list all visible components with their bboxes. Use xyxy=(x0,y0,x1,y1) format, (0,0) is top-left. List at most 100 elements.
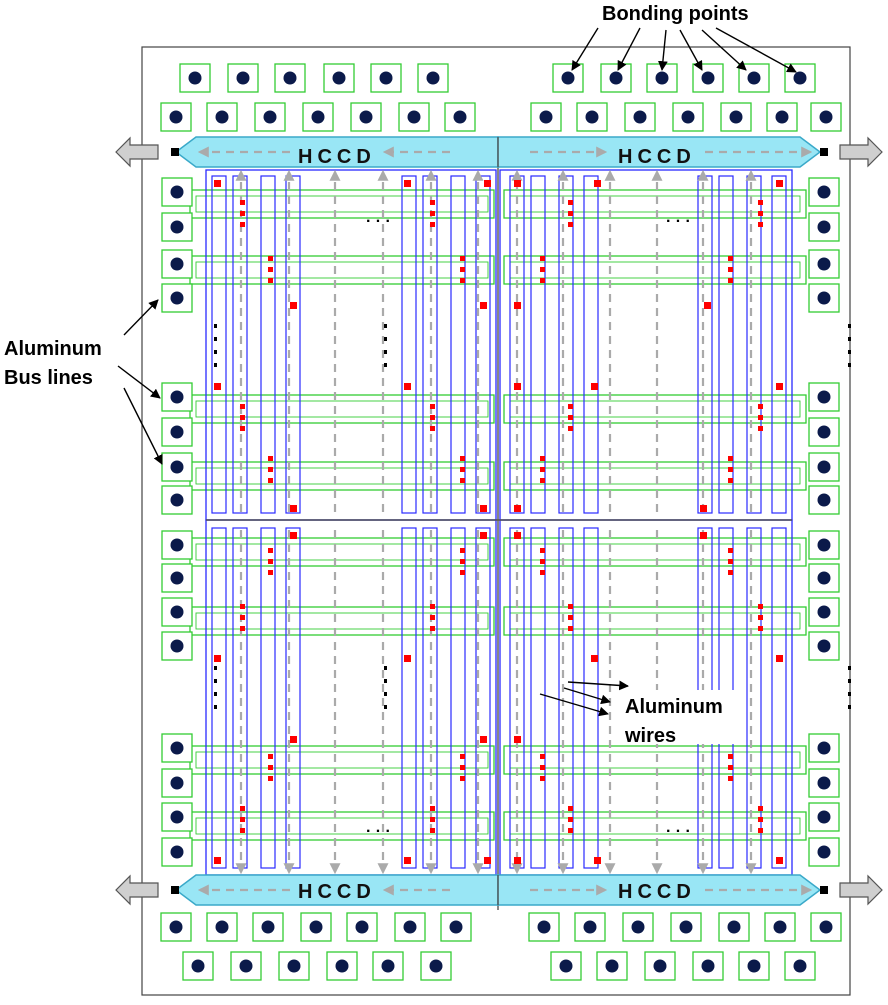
vccd-column xyxy=(211,175,227,514)
bus-finger-inner xyxy=(195,817,489,835)
bond-dot xyxy=(729,110,743,124)
bond-dot xyxy=(191,959,205,973)
bond-dot xyxy=(170,538,184,552)
contact-point xyxy=(460,278,465,283)
bond-dot xyxy=(817,291,831,305)
vccd-column xyxy=(260,527,276,869)
contact-point xyxy=(460,467,465,472)
ellipsis-bottom-right: · · · xyxy=(666,823,691,840)
pointer-arrow xyxy=(539,693,609,717)
contact-point xyxy=(758,817,763,822)
contact-point xyxy=(568,626,573,631)
bond-dot xyxy=(426,71,440,85)
bus-lines-pointer-arrows xyxy=(117,299,163,465)
continuation-dot xyxy=(384,666,387,670)
contact-point xyxy=(540,456,545,461)
contact-point xyxy=(514,302,521,309)
contact-point xyxy=(728,754,733,759)
contact-point xyxy=(758,415,763,420)
contact-point xyxy=(540,776,545,781)
contact-point xyxy=(540,754,545,759)
contact-point xyxy=(268,456,273,461)
contact-point xyxy=(700,505,707,512)
bond-dot xyxy=(559,959,573,973)
contact-point xyxy=(568,222,573,227)
bond-dot xyxy=(170,810,184,824)
contact-point xyxy=(591,383,598,390)
bond-dot xyxy=(817,538,831,552)
bond-dot xyxy=(236,71,250,85)
bond-pads xyxy=(160,63,842,981)
pointer-arrow xyxy=(571,27,599,71)
aluminum-wires-label-line1: Aluminum xyxy=(625,696,723,718)
contact-point xyxy=(540,548,545,553)
continuation-dot xyxy=(384,705,387,709)
contact-point xyxy=(514,857,521,864)
contact-point xyxy=(484,180,491,187)
hccd-label-top-left: HCCD xyxy=(298,146,376,168)
contact-point xyxy=(728,467,733,472)
contact-point xyxy=(430,817,435,822)
vccd-column xyxy=(530,527,546,869)
vccd-column xyxy=(401,527,417,869)
contact-point xyxy=(430,222,435,227)
contact-point xyxy=(240,200,245,205)
bond-dot xyxy=(170,425,184,439)
aluminum-bus-lines-label-line2: Bus lines xyxy=(4,367,93,389)
bond-pad xyxy=(179,63,211,93)
contact-point xyxy=(460,776,465,781)
bond-dot xyxy=(817,741,831,755)
contact-point xyxy=(704,302,711,309)
continuation-dot xyxy=(214,679,217,683)
hccd-label-top-right: HCCD xyxy=(618,146,696,168)
contact-point xyxy=(568,828,573,833)
contact-point xyxy=(568,817,573,822)
contact-point xyxy=(594,857,601,864)
contact-point xyxy=(240,604,245,609)
bond-dot xyxy=(727,920,741,934)
bond-dot xyxy=(585,110,599,124)
output-node xyxy=(171,886,179,894)
contact-point xyxy=(480,532,487,539)
bond-dot xyxy=(332,71,346,85)
bond-dot xyxy=(817,425,831,439)
bond-dot xyxy=(429,959,443,973)
bond-dot xyxy=(311,110,325,124)
ellipsis-top-left: · · · xyxy=(366,213,391,230)
contact-point xyxy=(268,559,273,564)
contact-point xyxy=(540,467,545,472)
bond-dot xyxy=(170,257,184,271)
pointer-arrow xyxy=(123,387,163,465)
bond-dot xyxy=(170,390,184,404)
contact-point xyxy=(758,211,763,216)
contact-point xyxy=(568,200,573,205)
bond-dot xyxy=(170,605,184,619)
contact-point xyxy=(758,604,763,609)
contact-point xyxy=(240,828,245,833)
bond-dot xyxy=(335,959,349,973)
bond-dot xyxy=(309,920,323,934)
bond-dot xyxy=(170,460,184,474)
continuation-dot xyxy=(214,350,217,354)
contact-point xyxy=(758,426,763,431)
bond-pad xyxy=(530,102,562,132)
bond-dot xyxy=(817,460,831,474)
output-block-arrow-icon xyxy=(115,136,159,168)
hccd-label-bottom-left: HCCD xyxy=(298,881,376,903)
contact-point xyxy=(460,456,465,461)
output-block-arrow-icon xyxy=(839,874,883,906)
bond-dot xyxy=(817,220,831,234)
pointer-arrow xyxy=(123,299,159,336)
bus-finger xyxy=(503,394,807,424)
continuation-dot xyxy=(848,679,851,683)
bond-dot xyxy=(633,110,647,124)
contact-point xyxy=(268,765,273,770)
bond-dot xyxy=(169,920,183,934)
vccd-column xyxy=(583,175,599,514)
bond-dot xyxy=(355,920,369,934)
continuation-dot xyxy=(384,679,387,683)
bus-finger-inner xyxy=(195,543,489,561)
contact-point xyxy=(460,754,465,759)
vccd-column xyxy=(771,175,787,514)
contact-point xyxy=(268,478,273,483)
